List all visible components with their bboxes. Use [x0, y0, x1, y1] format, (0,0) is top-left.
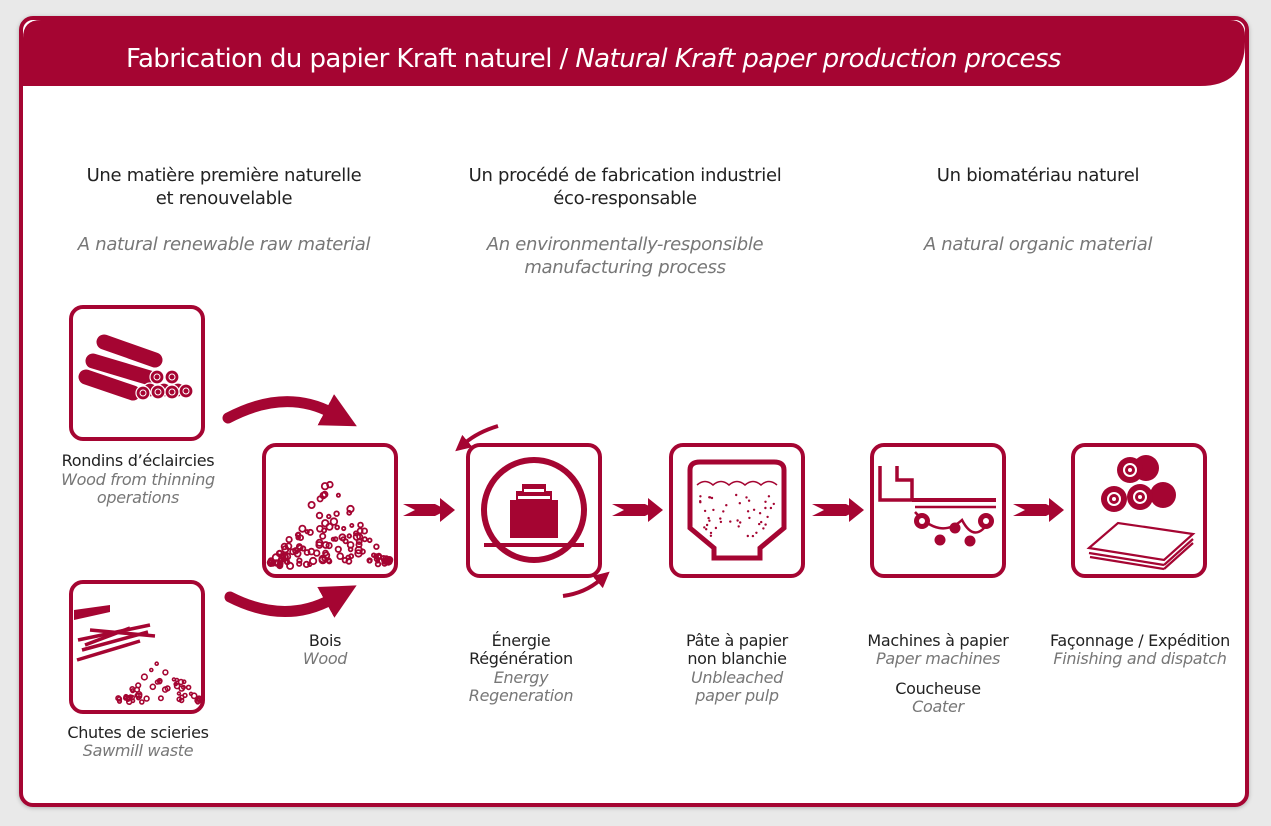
- pulp-tank-icon: [669, 443, 805, 578]
- arrow-machines-to-finishing: [1013, 498, 1064, 522]
- arrow-pulp-to-machines: [812, 498, 864, 522]
- paper-rolls-icon: [1071, 443, 1207, 578]
- arrow-energy-return-top: [455, 424, 499, 452]
- column-1-subheading: A natural renewable raw material: [77, 234, 371, 255]
- title-french: Fabrication du papier Kraft naturel /: [126, 44, 576, 74]
- paper-machine-icon: [870, 443, 1006, 578]
- title-banner: [23, 20, 1245, 86]
- arrow-energy-to-pulp: [612, 498, 663, 522]
- arrow-logs-to-wood: [222, 394, 357, 427]
- energy-regeneration-icon: [466, 443, 602, 578]
- column-3-subheading: A natural organic material: [923, 234, 1153, 255]
- diagram-frame: [19, 16, 1249, 807]
- arrow-wood-to-energy: [403, 498, 455, 522]
- arrow-energy-return-bottom: [562, 571, 610, 598]
- sawmill-waste-icon: [69, 580, 205, 714]
- page-title: Fabrication du papier Kraft naturel / Na…: [126, 44, 1061, 74]
- column-3-heading: Un biomatériau naturel: [936, 165, 1140, 186]
- title-english: Natural Kraft paper production process: [575, 44, 1061, 74]
- logs-icon: [69, 305, 205, 441]
- wood-chips-icon: [262, 443, 398, 578]
- arrow-sawmill-to-wood: [224, 585, 357, 618]
